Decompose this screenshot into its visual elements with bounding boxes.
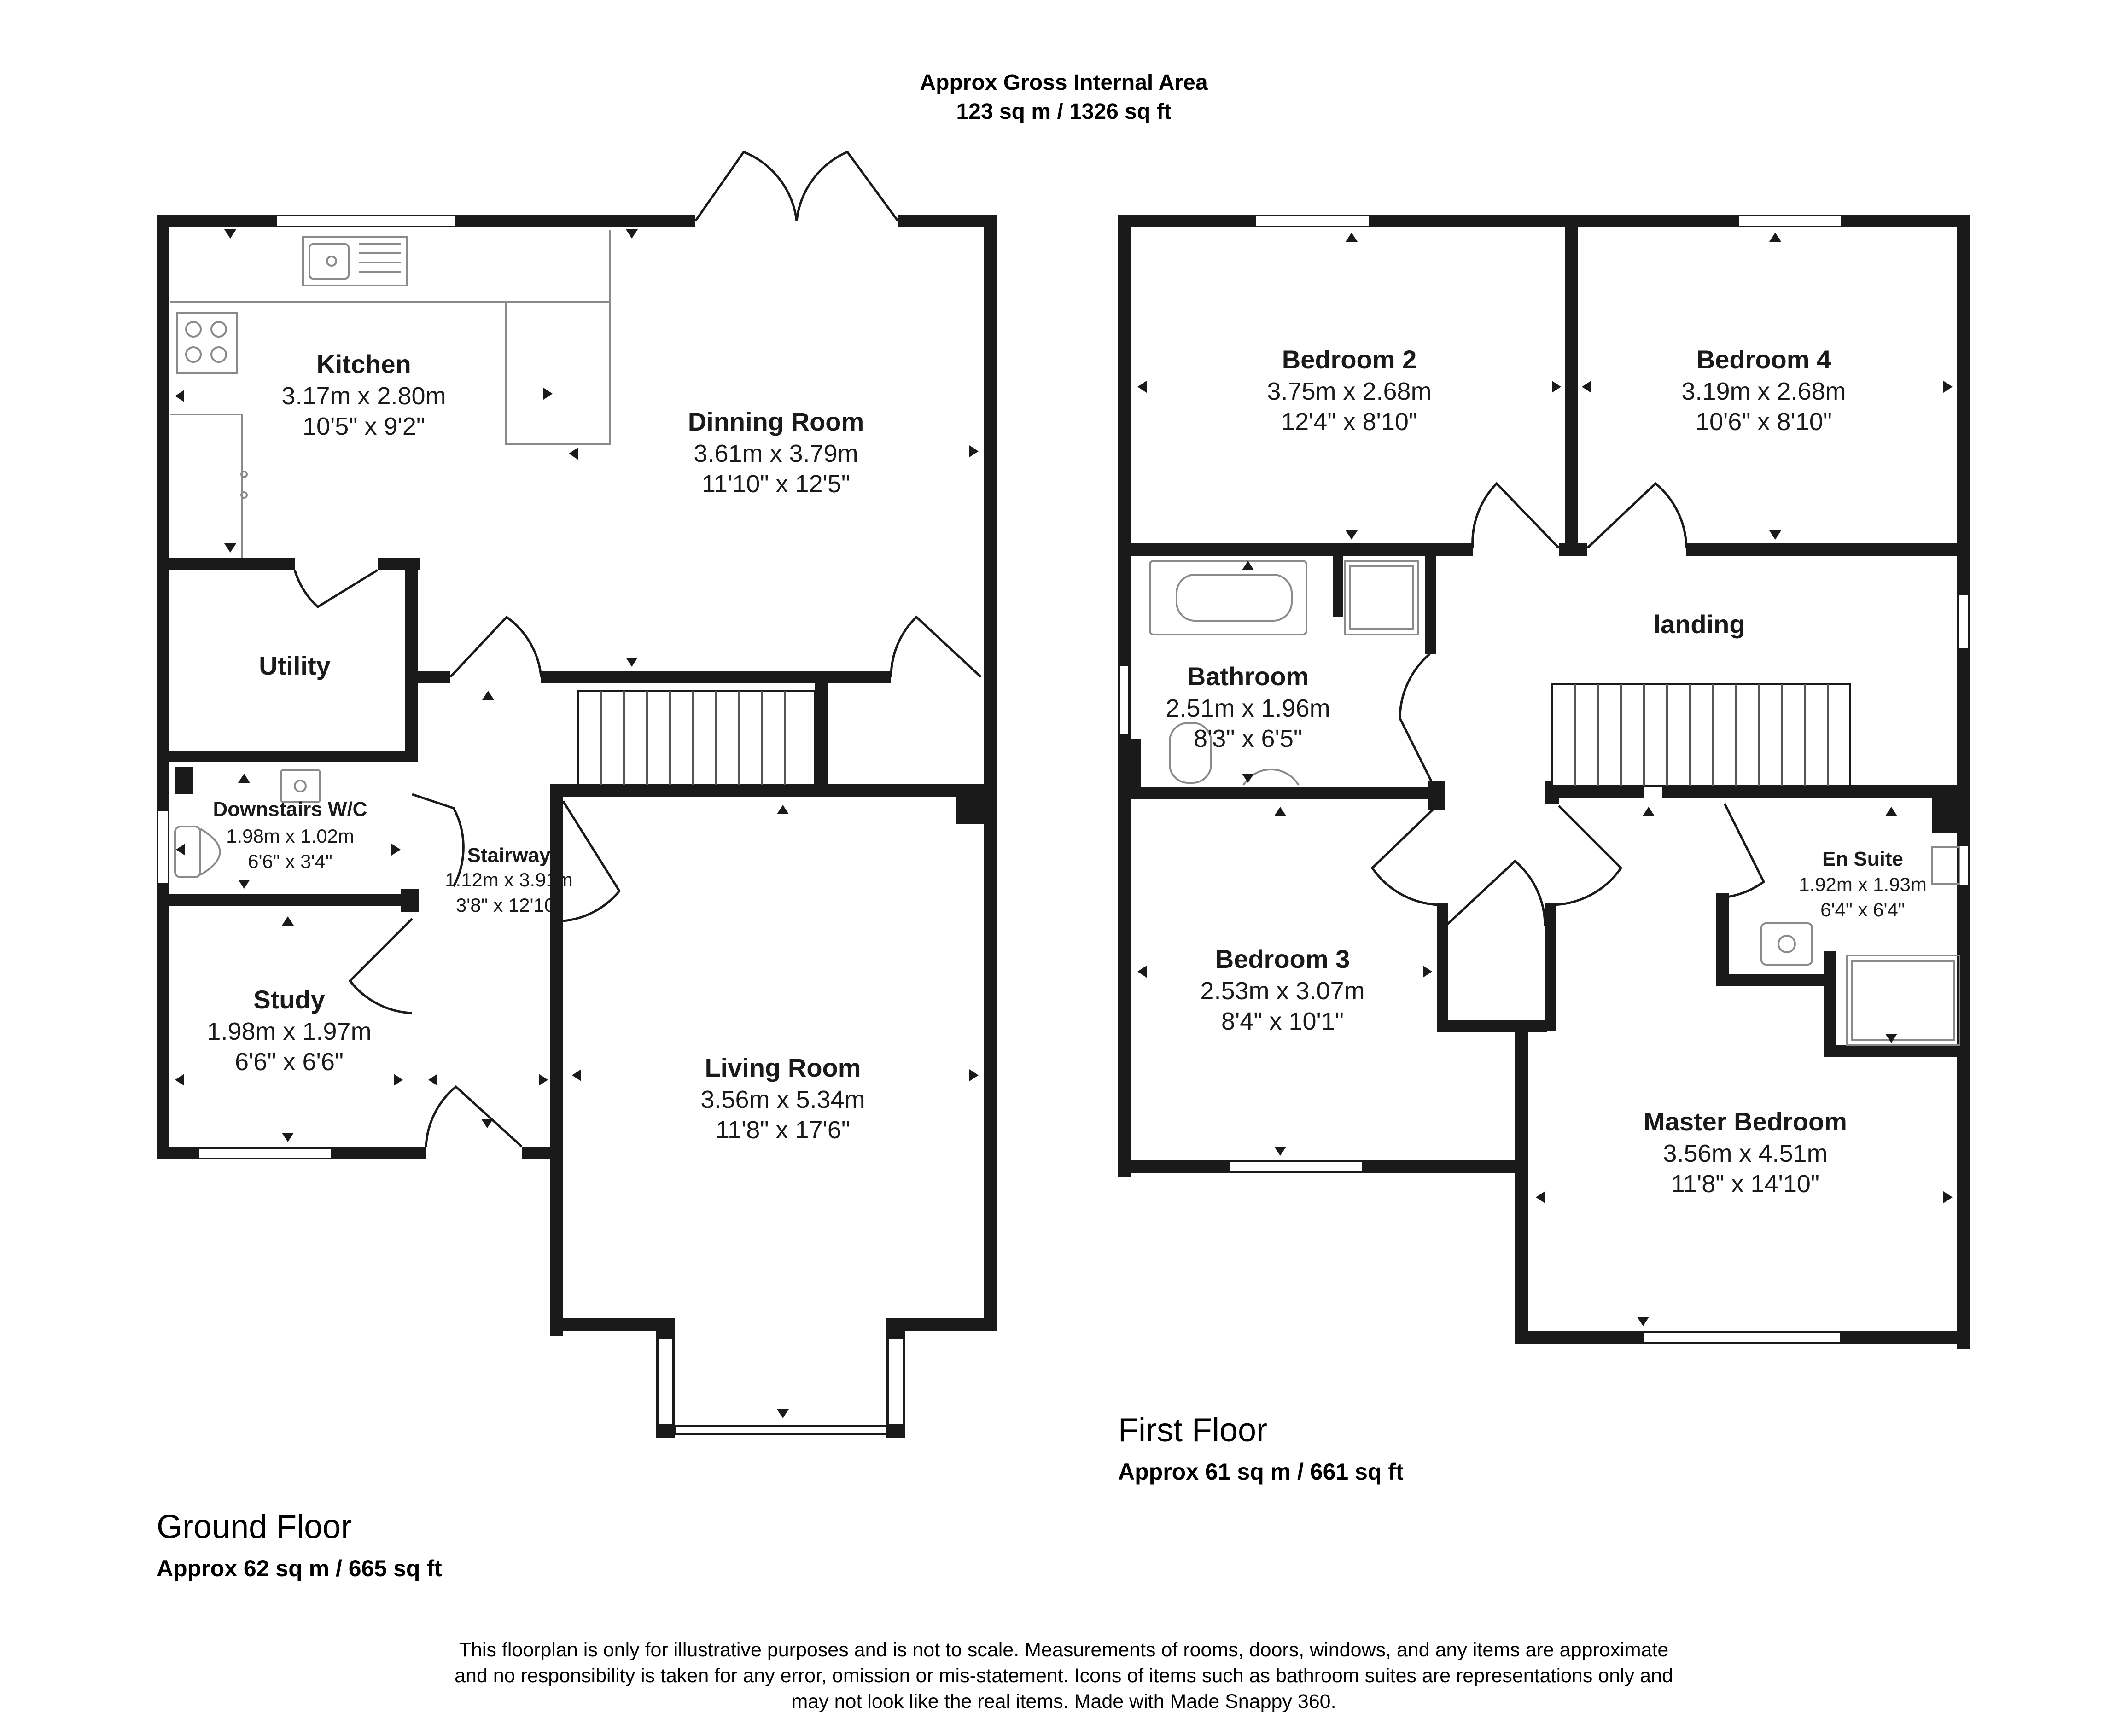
svg-text:3.56m x 5.34m: 3.56m x 5.34m xyxy=(700,1086,865,1113)
svg-text:10'5" x 9'2": 10'5" x 9'2" xyxy=(303,413,425,440)
first-floor-label: First Floor xyxy=(1118,1412,1267,1449)
svg-text:Downstairs W/C: Downstairs W/C xyxy=(213,798,367,821)
svg-text:1.98m x 1.97m: 1.98m x 1.97m xyxy=(207,1018,371,1045)
svg-text:12'4" x 8'10": 12'4" x 8'10" xyxy=(1281,408,1417,436)
gross-area-title: Approx Gross Internal Area xyxy=(920,70,1207,95)
svg-text:2.53m x 3.07m: 2.53m x 3.07m xyxy=(1200,977,1364,1005)
svg-text:8'4" x 10'1": 8'4" x 10'1" xyxy=(1221,1008,1344,1035)
gross-area-value: 123 sq m / 1326 sq ft xyxy=(956,99,1172,124)
svg-text:Bedroom 3: Bedroom 3 xyxy=(1215,944,1350,973)
svg-text:11'8" x 17'6": 11'8" x 17'6" xyxy=(716,1116,850,1144)
svg-text:Bedroom 2: Bedroom 2 xyxy=(1282,345,1417,374)
room-master-bedroom: Master Bedroom 3.56m x 4.51m 11'8" x 14'… xyxy=(1644,1107,1847,1198)
svg-text:3.19m x 2.68m: 3.19m x 2.68m xyxy=(1681,378,1846,405)
ground-floor-windows xyxy=(157,215,904,1435)
ground-floor-dimension-arrows xyxy=(175,229,979,1418)
ground-floor-fixtures xyxy=(170,230,611,878)
first-floor-fixtures xyxy=(1149,560,1960,1046)
svg-text:Kitchen: Kitchen xyxy=(316,350,411,379)
svg-text:3.17m x 2.80m: 3.17m x 2.80m xyxy=(281,382,446,410)
room-living: Living Room 3.56m x 5.34m 11'8" x 17'6" xyxy=(700,1053,865,1144)
svg-text:3.61m x 3.79m: 3.61m x 3.79m xyxy=(694,440,858,467)
ground-floor-label: Ground Floor xyxy=(157,1509,352,1545)
ground-floor-stairs xyxy=(577,690,816,786)
svg-text:10'6" x 8'10": 10'6" x 8'10" xyxy=(1696,408,1832,436)
room-en-suite: En Suite 1.92m x 1.93m 6'4" x 6'4" xyxy=(1799,848,1927,920)
svg-text:En Suite: En Suite xyxy=(1822,848,1903,870)
first-floor-doors xyxy=(1370,482,1766,926)
svg-text:Bedroom 4: Bedroom 4 xyxy=(1696,345,1831,374)
svg-text:Bathroom: Bathroom xyxy=(1187,662,1309,691)
room-stairway: Stairway 1.12m x 3.91m 3'8" x 12'10" xyxy=(445,844,573,916)
svg-text:11'8" x 14'10": 11'8" x 14'10" xyxy=(1671,1170,1819,1198)
room-bedroom-2: Bedroom 2 3.75m x 2.68m 12'4" x 8'10" xyxy=(1267,345,1431,436)
first-floor-stairs xyxy=(1551,683,1851,787)
svg-text:Dinning Room: Dinning Room xyxy=(688,407,864,436)
ground-floor-doors xyxy=(293,150,982,1148)
svg-text:Utility: Utility xyxy=(259,651,331,680)
svg-text:3'8" x 12'10": 3'8" x 12'10" xyxy=(456,894,562,916)
disclaimer-line-1: This floorplan is only for illustrative … xyxy=(459,1639,1669,1661)
svg-text:6'6" x 6'6": 6'6" x 6'6" xyxy=(235,1048,344,1076)
room-study: Study 1.98m x 1.97m 6'6" x 6'6" xyxy=(207,985,371,1076)
room-landing: landing xyxy=(1653,610,1745,639)
room-bedroom-4: Bedroom 4 3.19m x 2.68m 10'6" x 8'10" xyxy=(1681,345,1846,436)
svg-text:1.12m x 3.91m: 1.12m x 3.91m xyxy=(445,869,573,891)
first-floor-windows xyxy=(1118,215,1970,1344)
room-utility: Utility xyxy=(259,651,331,680)
room-dinning: Dinning Room 3.61m x 3.79m 11'10" x 12'5… xyxy=(688,407,864,498)
svg-text:3.56m x 4.51m: 3.56m x 4.51m xyxy=(1663,1140,1827,1167)
svg-text:2.51m x 1.96m: 2.51m x 1.96m xyxy=(1166,694,1330,722)
first-floor-dimension-arrows xyxy=(1137,233,1953,1326)
disclaimer-line-2: and no responsibility is taken for any e… xyxy=(455,1665,1673,1687)
svg-text:11'10" x 12'5": 11'10" x 12'5" xyxy=(702,470,850,498)
svg-text:Master Bedroom: Master Bedroom xyxy=(1644,1107,1847,1136)
room-kitchen: Kitchen 3.17m x 2.80m 10'5" x 9'2" xyxy=(281,350,446,440)
svg-text:Stairway: Stairway xyxy=(467,844,551,867)
ground-floor-area: Approx 62 sq m / 665 sq ft xyxy=(157,1555,442,1581)
svg-text:Living Room: Living Room xyxy=(705,1053,861,1082)
svg-text:6'6" x 3'4": 6'6" x 3'4" xyxy=(248,851,332,872)
room-bathroom: Bathroom 2.51m x 1.96m 8'3" x 6'5" xyxy=(1166,662,1330,752)
svg-text:Study: Study xyxy=(253,985,325,1014)
room-bedroom-3: Bedroom 3 2.53m x 3.07m 8'4" x 10'1" xyxy=(1200,944,1364,1035)
svg-text:3.75m x 2.68m: 3.75m x 2.68m xyxy=(1267,378,1431,405)
svg-text:6'4" x 6'4": 6'4" x 6'4" xyxy=(1820,899,1905,920)
svg-text:8'3" x 6'5": 8'3" x 6'5" xyxy=(1194,725,1302,752)
disclaimer-line-3: may not look like the real items. Made w… xyxy=(791,1690,1336,1713)
svg-text:1.98m x 1.02m: 1.98m x 1.02m xyxy=(226,825,354,847)
svg-text:landing: landing xyxy=(1653,610,1745,639)
svg-text:1.92m x 1.93m: 1.92m x 1.93m xyxy=(1799,874,1927,895)
first-floor-area: Approx 61 sq m / 661 sq ft xyxy=(1118,1459,1404,1485)
room-downstairs-wc: Downstairs W/C 1.98m x 1.02m 6'6" x 3'4" xyxy=(213,798,367,872)
